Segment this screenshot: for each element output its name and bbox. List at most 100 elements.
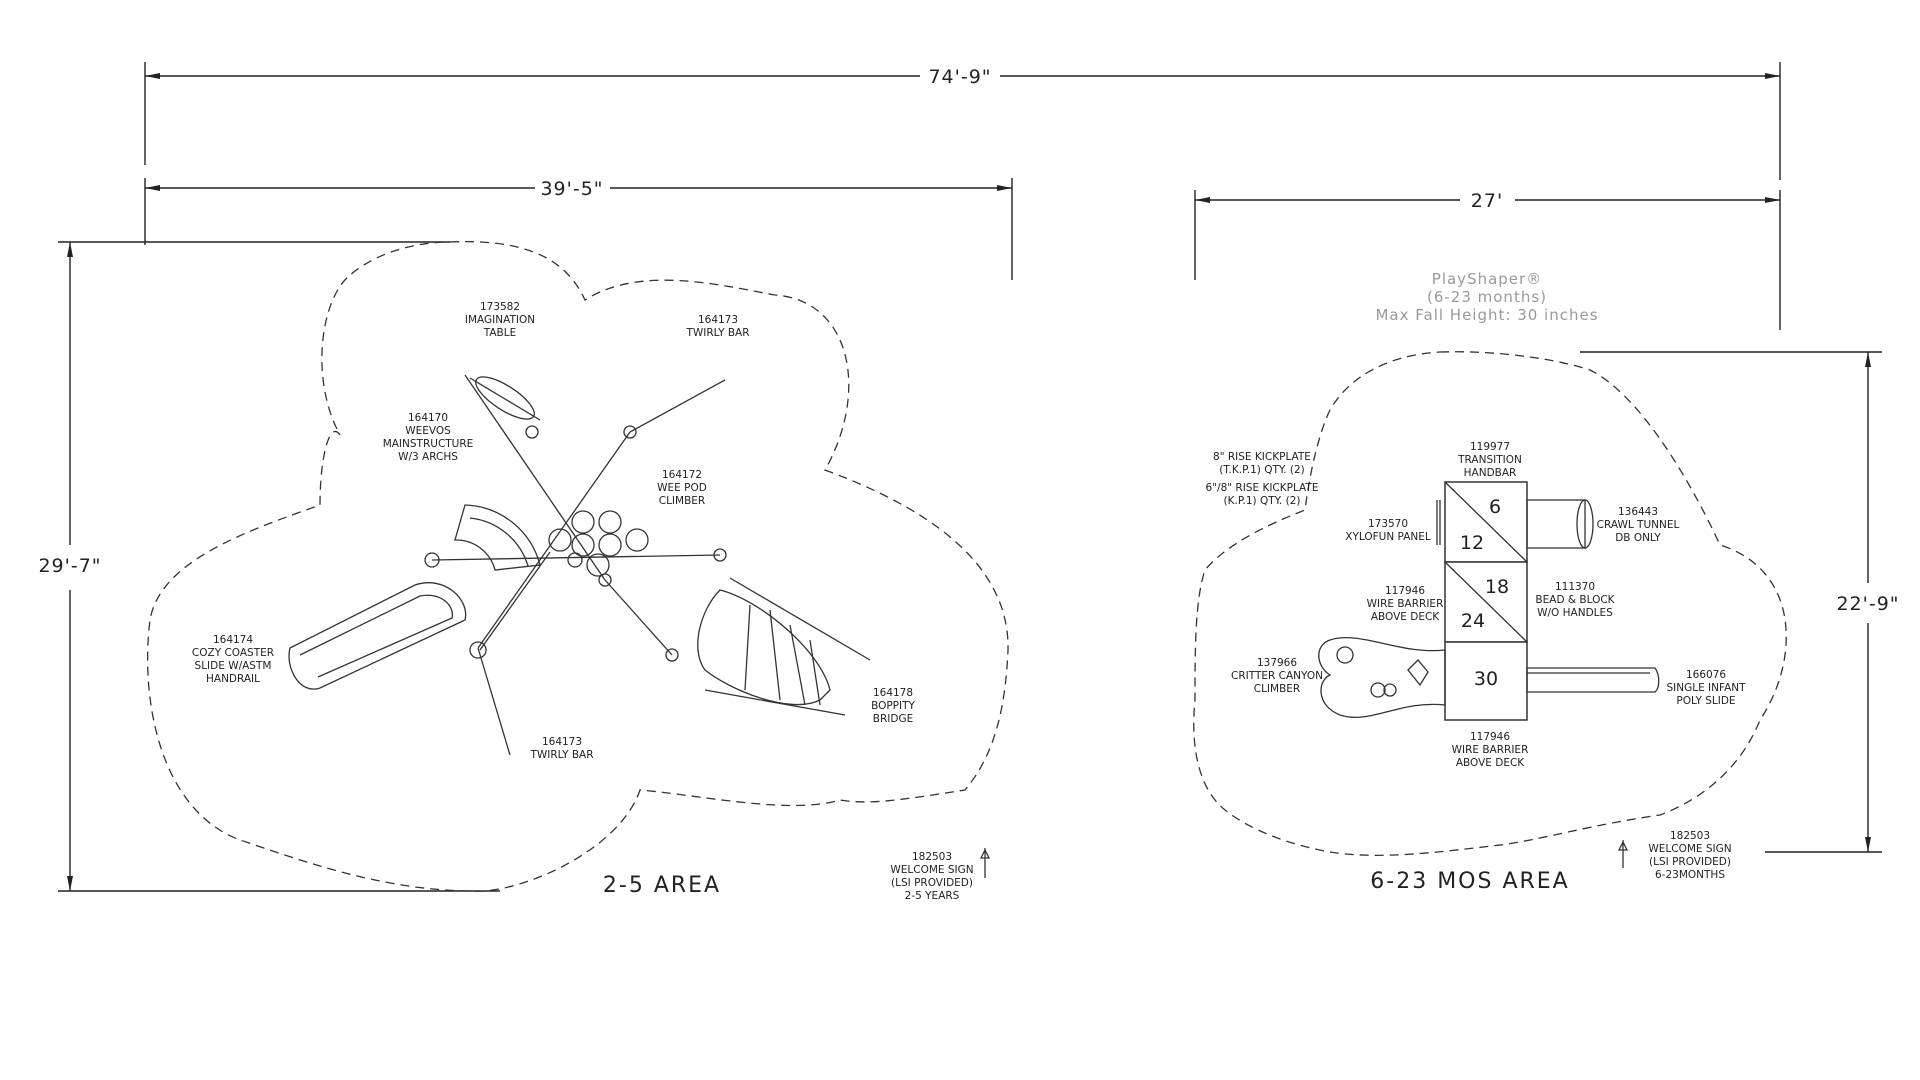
svg-text:ABOVE DECK: ABOVE DECK xyxy=(1371,611,1440,623)
label-wee-pod-climber: 164172 WEE POD CLIMBER xyxy=(657,469,707,507)
svg-text:BRIDGE: BRIDGE xyxy=(873,713,913,725)
right-width-dimension: 27' xyxy=(1194,190,1781,330)
svg-text:TWIRLY BAR: TWIRLY BAR xyxy=(685,327,749,339)
svg-text:164172: 164172 xyxy=(662,469,702,481)
svg-text:173570: 173570 xyxy=(1368,518,1408,530)
svg-text:117946: 117946 xyxy=(1385,585,1425,597)
label-wire-barrier-top: 117946 WIRE BARRIER ABOVE DECK xyxy=(1367,585,1444,623)
svg-text:164178: 164178 xyxy=(873,687,913,699)
svg-text:CRAWL TUNNEL: CRAWL TUNNEL xyxy=(1597,519,1680,531)
svg-text:(T.K.P.1) QTY. (2): (T.K.P.1) QTY. (2) xyxy=(1219,464,1305,476)
label-transition-handbar: 119977 TRANSITION HANDBAR xyxy=(1457,441,1522,479)
svg-text:XYLOFUN PANEL: XYLOFUN PANEL xyxy=(1345,531,1431,543)
svg-text:TRANSITION: TRANSITION xyxy=(1457,454,1522,466)
deck-12-number: 12 xyxy=(1460,532,1484,554)
deck-30-number: 30 xyxy=(1474,668,1498,690)
svg-text:CLIMBER: CLIMBER xyxy=(1254,683,1300,695)
svg-text:SLIDE W/ASTM: SLIDE W/ASTM xyxy=(195,660,272,672)
svg-text:WIRE BARRIER: WIRE BARRIER xyxy=(1367,598,1444,610)
label-twirly-bar-bottom: 164173 TWIRLY BAR xyxy=(529,736,593,761)
svg-text:164170: 164170 xyxy=(408,412,448,424)
infant-slide-drawing xyxy=(1526,667,1660,693)
cozy-coaster-slide-drawing xyxy=(288,504,541,690)
left-welcome-sign-drawing xyxy=(979,848,991,878)
svg-text:(LSI PROVIDED): (LSI PROVIDED) xyxy=(891,877,973,889)
wee-pod-climber-drawing xyxy=(548,510,649,577)
label-crawl-tunnel: 136443 CRAWL TUNNEL DB ONLY xyxy=(1597,506,1680,544)
left-area-boundary xyxy=(147,241,1009,892)
svg-text:MAINSTRUCTURE: MAINSTRUCTURE xyxy=(383,438,474,450)
svg-text:DB ONLY: DB ONLY xyxy=(1615,532,1661,544)
left-width-dimension: 39'-5" xyxy=(144,178,1013,280)
playshaper-note: PlayShaper® (6-23 months) Max Fall Heigh… xyxy=(1375,270,1598,324)
svg-text:164173: 164173 xyxy=(542,736,582,748)
svg-text:W/3 ARCHS: W/3 ARCHS xyxy=(398,451,458,463)
svg-text:Max Fall Height: 30 inches: Max Fall Height: 30 inches xyxy=(1375,306,1598,324)
svg-text:164174: 164174 xyxy=(213,634,253,646)
left-depth-label: 29'-7" xyxy=(38,555,101,577)
playshaper-deck-tower xyxy=(1436,481,1528,721)
svg-text:6"/8" RISE KICKPLATE: 6"/8" RISE KICKPLATE xyxy=(1206,482,1319,494)
label-welcome-sign-6-23: 182503 WELCOME SIGN (LSI PROVIDED) 6-23M… xyxy=(1648,830,1731,881)
svg-text:136443: 136443 xyxy=(1618,506,1658,518)
label-welcome-sign-2-5: 182503 WELCOME SIGN (LSI PROVIDED) 2-5 Y… xyxy=(890,851,973,902)
right-area-boundary xyxy=(1193,351,1787,856)
svg-text:137966: 137966 xyxy=(1257,657,1297,669)
overall-width-label: 74'-9" xyxy=(928,66,991,88)
svg-text:182503: 182503 xyxy=(912,851,952,863)
label-xylofun-panel: 173570 XYLOFUN PANEL xyxy=(1345,518,1431,543)
svg-text:W/O HANDLES: W/O HANDLES xyxy=(1537,607,1613,619)
label-cozy-coaster-slide: 164174 COZY COASTER SLIDE W/ASTM HANDRAI… xyxy=(192,634,274,685)
svg-text:PlayShaper®: PlayShaper® xyxy=(1432,270,1542,288)
svg-text:WELCOME SIGN: WELCOME SIGN xyxy=(890,864,973,876)
boppity-bridge-drawing xyxy=(697,577,871,716)
svg-text:(LSI PROVIDED): (LSI PROVIDED) xyxy=(1649,856,1731,868)
deck-24-number: 24 xyxy=(1461,610,1485,632)
left-depth-dimension: 29'-7" xyxy=(38,241,500,892)
right-area-title: 6-23 MOS AREA xyxy=(1370,869,1569,894)
twirly-bar-drawings xyxy=(598,425,727,662)
svg-text:COZY COASTER: COZY COASTER xyxy=(192,647,274,659)
label-twirly-bar-top: 164173 TWIRLY BAR xyxy=(685,314,749,339)
svg-text:BOPPITY: BOPPITY xyxy=(871,700,915,712)
label-weevos-mainstructure: 164170 WEEVOS MAINSTRUCTURE W/3 ARCHS xyxy=(383,412,474,463)
svg-text:WEEVOS: WEEVOS xyxy=(405,425,451,437)
svg-text:182503: 182503 xyxy=(1670,830,1710,842)
deck-18-number: 18 xyxy=(1485,576,1509,598)
svg-text:TWIRLY BAR: TWIRLY BAR xyxy=(529,749,593,761)
svg-text:BEAD & BLOCK: BEAD & BLOCK xyxy=(1535,594,1615,606)
svg-text:HANDBAR: HANDBAR xyxy=(1464,467,1517,479)
svg-text:CLIMBER: CLIMBER xyxy=(659,495,705,507)
critter-canyon-climber-drawing xyxy=(1318,636,1446,719)
label-bead-block: 111370 BEAD & BLOCK W/O HANDLES xyxy=(1535,581,1615,619)
svg-text:WELCOME SIGN: WELCOME SIGN xyxy=(1648,843,1731,855)
svg-text:166076: 166076 xyxy=(1686,669,1726,681)
svg-text:CRITTER CANYON: CRITTER CANYON xyxy=(1231,670,1323,682)
label-kickplate-6: 6"/8" RISE KICKPLATE (K.P.1) QTY. (2) xyxy=(1206,482,1319,507)
svg-text:111370: 111370 xyxy=(1555,581,1595,593)
svg-text:(6-23 months): (6-23 months) xyxy=(1427,288,1547,306)
right-depth-dimension: 22'-9" xyxy=(1580,351,1899,853)
svg-text:6-23MONTHS: 6-23MONTHS xyxy=(1655,869,1725,881)
deck-6-number: 6 xyxy=(1489,496,1501,518)
crawl-tunnel-drawing xyxy=(1526,499,1594,549)
right-welcome-sign-drawing xyxy=(1617,840,1629,868)
svg-text:2-5 YEARS: 2-5 YEARS xyxy=(905,890,960,902)
weevos-mainstructure-drawing xyxy=(431,374,726,756)
svg-text:SINGLE INFANT: SINGLE INFANT xyxy=(1666,682,1746,694)
left-width-label: 39'-5" xyxy=(540,178,603,200)
label-wire-barrier-bottom: 117946 WIRE BARRIER ABOVE DECK xyxy=(1452,731,1529,769)
label-kickplate-8: 8" RISE KICKPLATE (T.K.P.1) QTY. (2) xyxy=(1213,451,1311,476)
label-infant-slide: 166076 SINGLE INFANT POLY SLIDE xyxy=(1666,669,1746,707)
svg-text:ABOVE DECK: ABOVE DECK xyxy=(1456,757,1525,769)
right-width-label: 27' xyxy=(1471,190,1503,212)
svg-text:WIRE BARRIER: WIRE BARRIER xyxy=(1452,744,1529,756)
label-boppity-bridge: 164178 BOPPITY BRIDGE xyxy=(871,687,915,725)
svg-text:WEE POD: WEE POD xyxy=(657,482,707,494)
imagination-table-drawing xyxy=(469,376,541,439)
svg-text:(K.P.1) QTY. (2): (K.P.1) QTY. (2) xyxy=(1224,495,1301,507)
svg-text:117946: 117946 xyxy=(1470,731,1510,743)
svg-text:8" RISE KICKPLATE: 8" RISE KICKPLATE xyxy=(1213,451,1311,463)
svg-text:TABLE: TABLE xyxy=(483,327,516,339)
